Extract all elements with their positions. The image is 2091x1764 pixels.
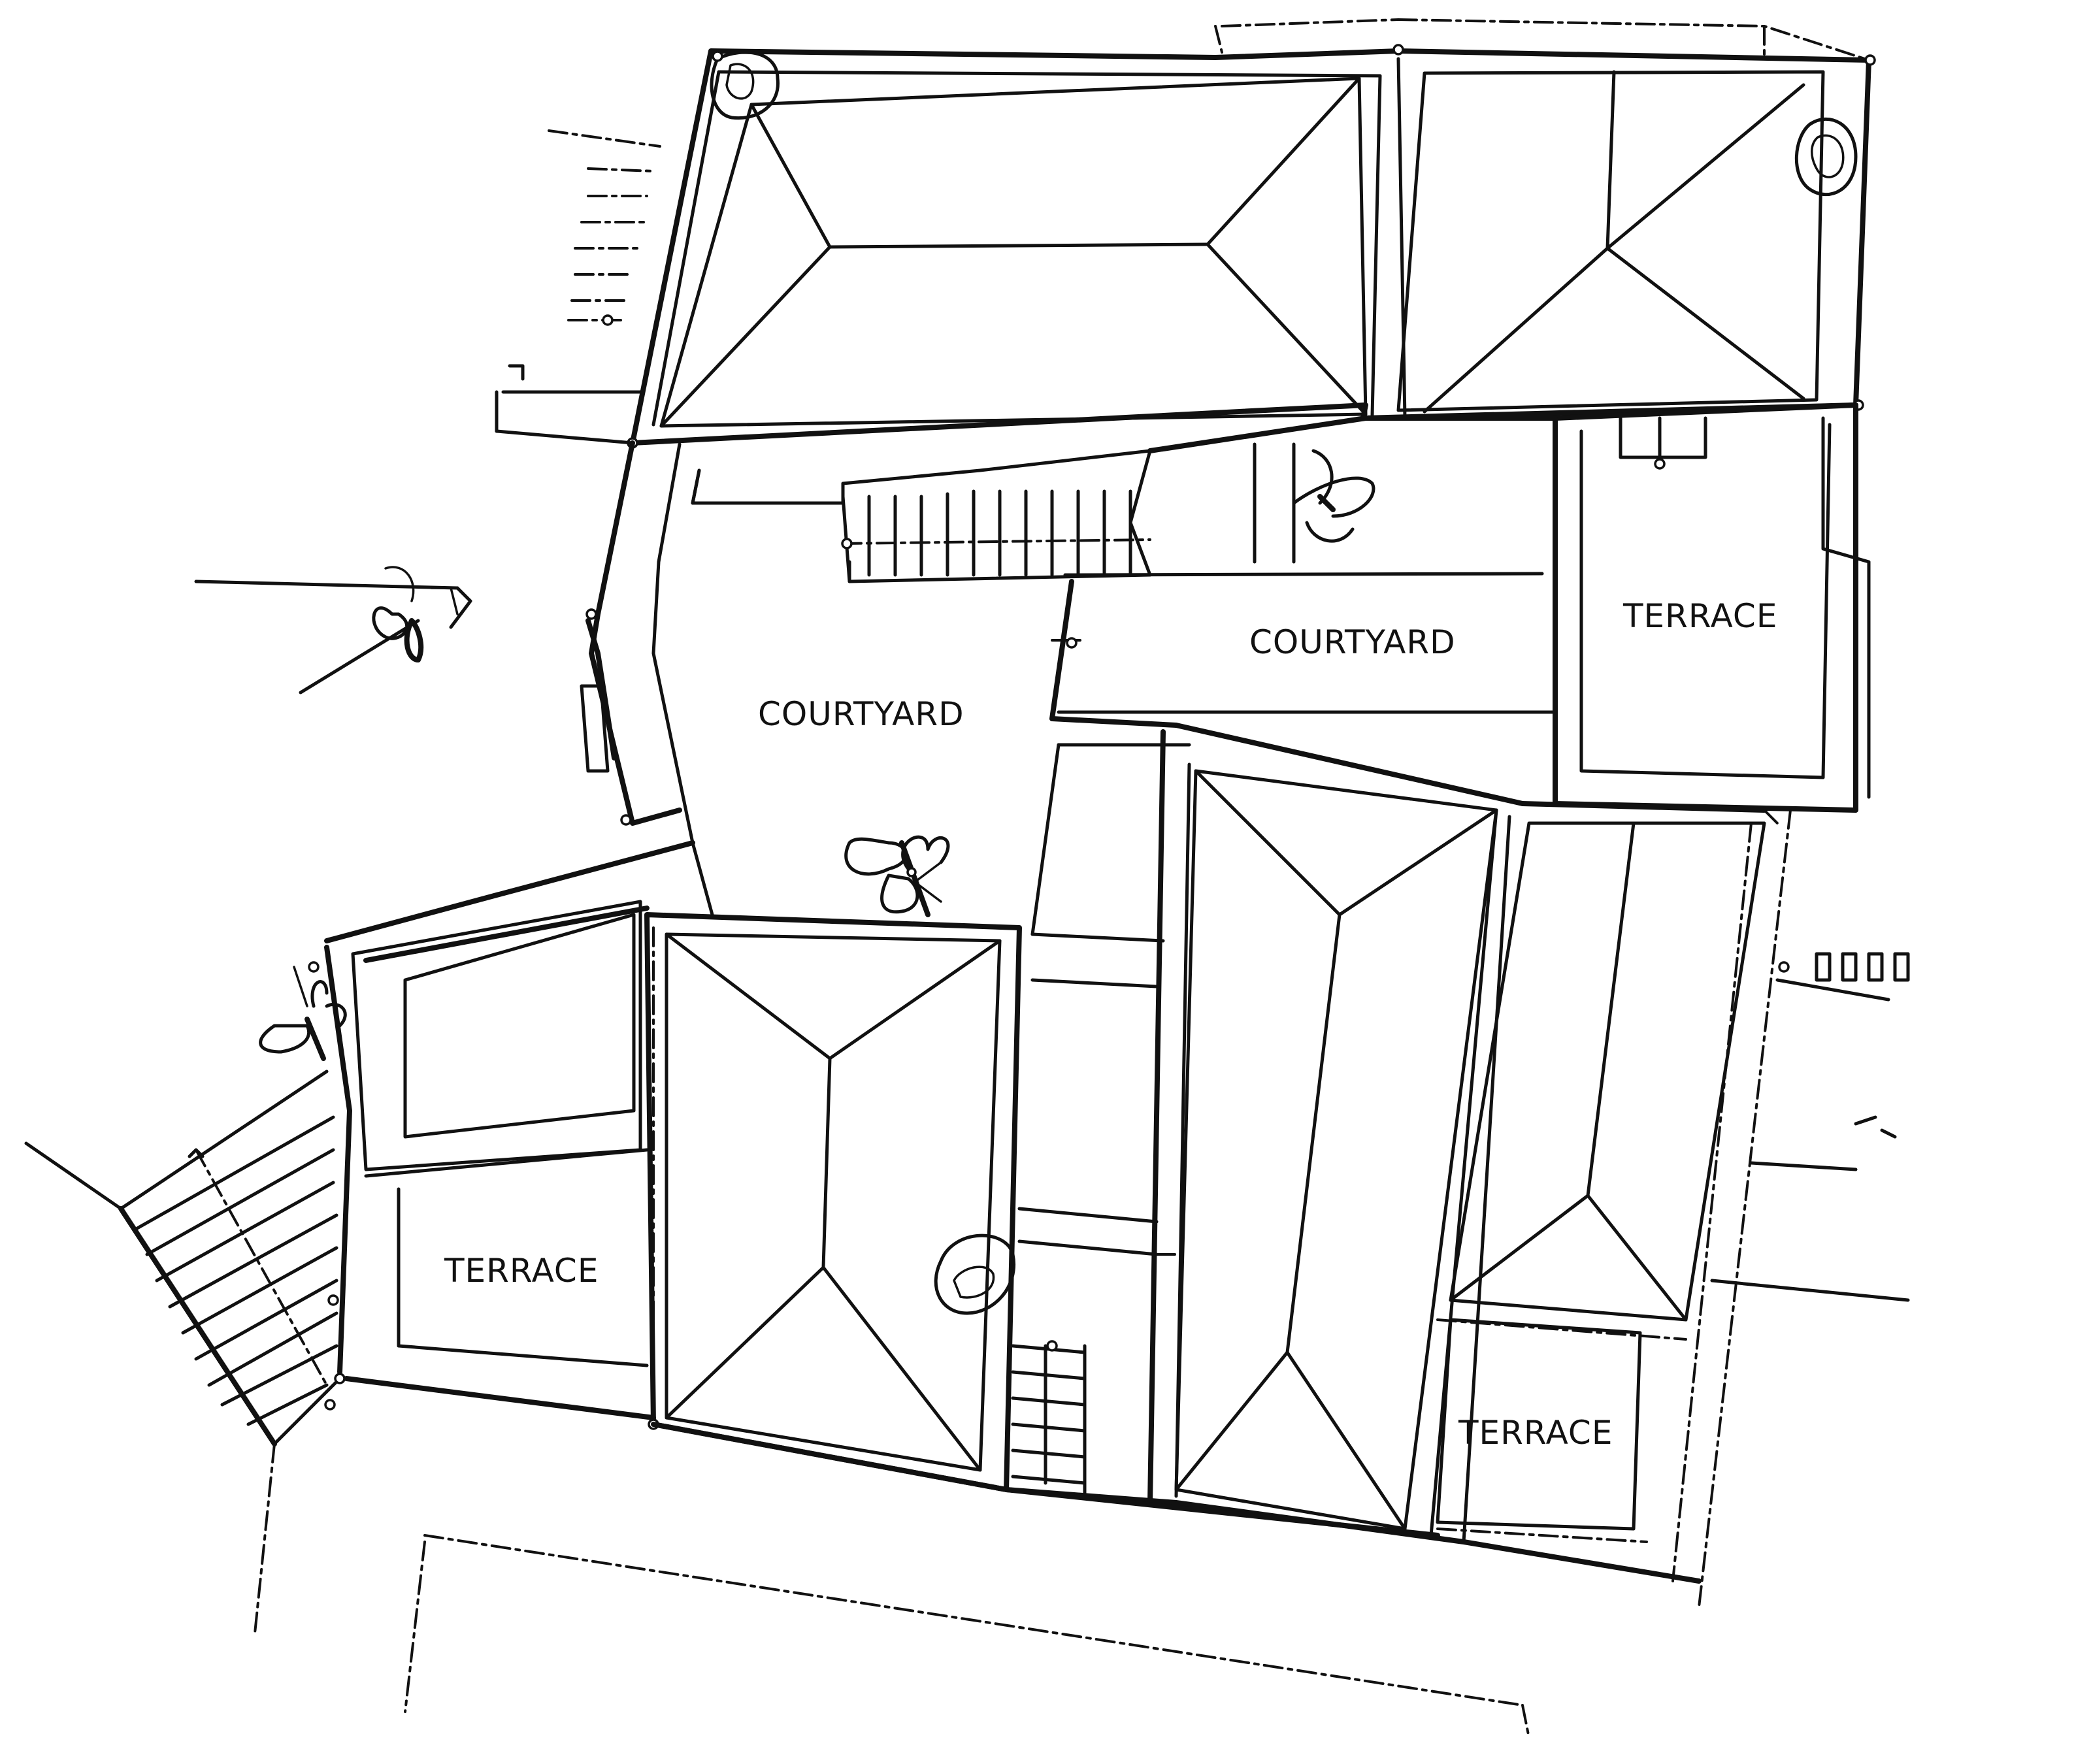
south-boundary bbox=[404, 1422, 1702, 1739]
long-building-east bbox=[1429, 801, 1779, 1544]
central-building bbox=[644, 912, 1022, 1492]
courtyard-right-area: COURTYARD bbox=[1049, 402, 1858, 721]
courtyard-right-label: COURTYARD bbox=[1249, 623, 1456, 661]
terrace-left-label: TERRACE bbox=[444, 1252, 599, 1290]
long-building-middle bbox=[1017, 716, 1525, 1531]
courtyard-left-label: COURTYARD bbox=[758, 695, 964, 733]
west-terrace-block: TERRACE bbox=[24, 840, 695, 1635]
tree-symbol bbox=[372, 566, 459, 662]
south-stair bbox=[1011, 1340, 1087, 1498]
courtyard-left-area: COURTYARD bbox=[589, 440, 1152, 917]
terrace-bottom-right-label: TERRACE bbox=[1458, 1414, 1613, 1452]
pot-plant-symbol bbox=[1794, 117, 1858, 197]
north-west-steps bbox=[495, 129, 661, 445]
tree-symbol bbox=[844, 835, 950, 917]
tree-symbol bbox=[1292, 449, 1375, 543]
west-stair bbox=[118, 961, 346, 1446]
approach-path bbox=[194, 566, 632, 826]
east-boundary bbox=[1671, 809, 1910, 1609]
north-building bbox=[627, 18, 1876, 449]
courtyard-stair bbox=[841, 489, 1151, 583]
tree-symbol bbox=[259, 966, 347, 1061]
terrace-top-right-label: TERRACE bbox=[1622, 597, 1777, 635]
terrace-top-right-area: TERRACE bbox=[1553, 402, 1871, 813]
pot-plant-symbol bbox=[710, 50, 780, 120]
terrace-bottom-right-area: TERRACE bbox=[1436, 1318, 1687, 1543]
pot-plant-symbol bbox=[934, 1233, 1015, 1315]
